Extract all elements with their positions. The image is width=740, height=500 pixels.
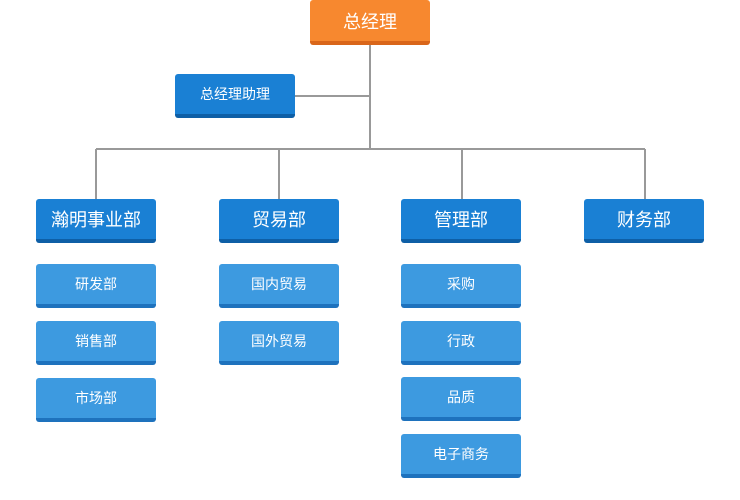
sub-unit-box: 市场部 (36, 378, 156, 422)
department-box-hanming: 瀚明事业部 (36, 199, 156, 243)
department-box-management: 管理部 (401, 199, 521, 243)
sub-unit-box: 国内贸易 (219, 264, 339, 308)
sub-unit-box: 销售部 (36, 321, 156, 365)
sub-unit-box: 行政 (401, 321, 521, 365)
department-box-finance: 财务部 (584, 199, 704, 243)
sub-unit-box: 国外贸易 (219, 321, 339, 365)
sub-unit-box: 采购 (401, 264, 521, 308)
sub-unit-box: 品质 (401, 377, 521, 421)
department-box-trade: 贸易部 (219, 199, 339, 243)
assistant-manager-box: 总经理助理 (175, 74, 295, 118)
sub-unit-box: 研发部 (36, 264, 156, 308)
general-manager-box: 总经理 (310, 0, 430, 45)
sub-unit-box: 电子商务 (401, 434, 521, 478)
